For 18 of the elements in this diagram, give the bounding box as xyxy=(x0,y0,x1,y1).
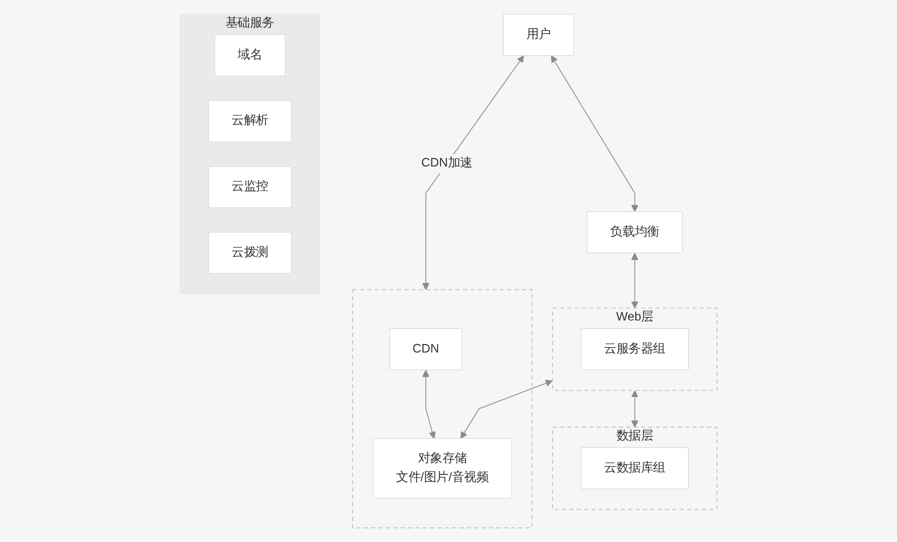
node-box: 用户 xyxy=(502,14,574,56)
node-box: 云数据库组 xyxy=(580,447,689,490)
arrow xyxy=(631,252,638,308)
node-box: 云拨测 xyxy=(208,232,292,274)
node-box: 云监控 xyxy=(208,166,292,208)
node-box: 负载均衡 xyxy=(586,211,683,254)
cluster xyxy=(352,289,532,528)
node-box: 云服务器组 xyxy=(580,328,689,370)
node-box: 对象存储 文件/图片/音视频 xyxy=(372,438,512,499)
arrow xyxy=(460,380,553,439)
edge-label: CDN加速 xyxy=(421,156,472,170)
arrow xyxy=(422,55,524,290)
node-box: 域名 xyxy=(214,34,286,76)
arrow xyxy=(422,370,436,439)
arrow xyxy=(550,55,638,212)
arrow xyxy=(631,390,638,428)
node-box: 云解析 xyxy=(208,100,292,142)
node-box: CDN xyxy=(389,328,462,370)
